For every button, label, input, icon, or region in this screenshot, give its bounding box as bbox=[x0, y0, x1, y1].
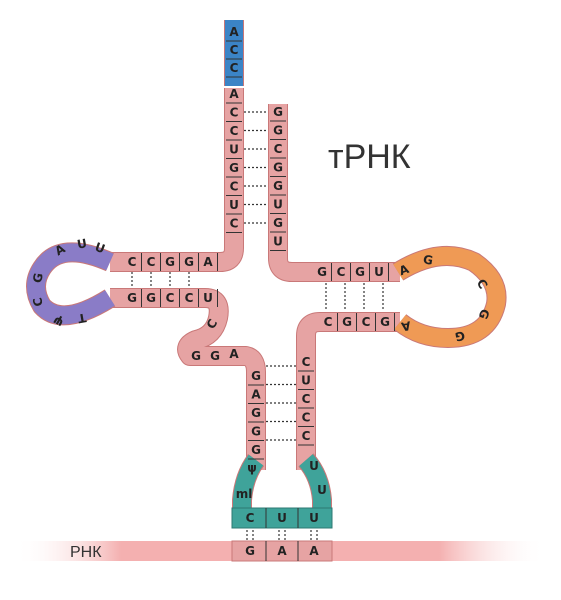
trna-backbone bbox=[110, 20, 400, 470]
d-arm-bottom-nt: C bbox=[185, 291, 194, 305]
t-arm-bottom-nt: G bbox=[380, 315, 390, 329]
anticodon-bar bbox=[231, 507, 333, 529]
t-loop-strand bbox=[393, 246, 506, 347]
acceptor-5prime-nt: G bbox=[229, 161, 239, 175]
variable-loop-nt: G bbox=[191, 349, 201, 363]
mrna-label: РНК bbox=[70, 544, 102, 561]
t-arm-bottom-nt: C bbox=[362, 315, 371, 329]
acceptor-3prime-nt: U bbox=[273, 235, 283, 249]
acceptor-5prime-nt: U bbox=[229, 198, 239, 212]
codon-bar bbox=[231, 540, 333, 562]
d-arm-top-nt: C bbox=[147, 255, 156, 269]
t-arm-top-nt: C bbox=[337, 265, 346, 279]
t-loop-nt: A bbox=[400, 318, 412, 334]
t-arm-lower-strand bbox=[297, 313, 400, 470]
codon-nt: G bbox=[245, 544, 255, 558]
variable-loop-nt: G bbox=[210, 349, 220, 363]
codon-nt: A bbox=[309, 544, 319, 558]
d-arm-lower-strand-outline bbox=[110, 288, 266, 470]
t-loop-nt: G bbox=[422, 252, 434, 267]
d-loop-nt: U bbox=[76, 236, 88, 251]
d-arm-bottom-nt: C bbox=[166, 291, 175, 305]
anticodon-stem-left-nt: G bbox=[251, 443, 261, 457]
t-arm-top-nt: G bbox=[355, 265, 365, 279]
acceptor-5prime-nt: A bbox=[229, 87, 239, 101]
d-loop-strand bbox=[27, 243, 115, 325]
acceptor-3prime-nt: U bbox=[273, 198, 283, 212]
anticodon-loop-nt: ψ bbox=[247, 461, 257, 475]
d-loop-nt: T bbox=[76, 310, 87, 325]
acceptor-3prime-nt: C bbox=[274, 142, 283, 156]
d-arm-top-nt: G bbox=[184, 255, 194, 269]
anticodon-loop-right bbox=[299, 454, 331, 514]
acceptor-5prime-nt: C bbox=[230, 180, 239, 194]
t-arm-top-nt: G bbox=[317, 265, 327, 279]
acceptor-5prime-strand bbox=[110, 88, 243, 271]
d-arm-top-nt: C bbox=[128, 255, 137, 269]
anticodon-loop-nt: U bbox=[309, 459, 319, 473]
anticodon-loop-nt: ml bbox=[236, 487, 253, 501]
anticodon-stem-right-nt: C bbox=[302, 392, 311, 406]
t-loop-nt: G bbox=[454, 328, 466, 343]
anticodon-stem-left-nt: G bbox=[251, 369, 261, 383]
acceptor-3prime-nt: G bbox=[273, 105, 283, 119]
trna-loops bbox=[26, 242, 507, 562]
anticodon-loop-nt: U bbox=[317, 483, 327, 497]
d-arm-top-nt: A bbox=[203, 255, 213, 269]
acceptor-3prime-nt: G bbox=[273, 161, 283, 175]
t-arm-top-nt: U bbox=[374, 265, 384, 279]
acceptor-3prime-nt: G bbox=[273, 216, 283, 230]
anticodon-nt: U bbox=[277, 511, 287, 525]
base-pair-bonds bbox=[131, 111, 384, 540]
acceptor-3prime-nt: G bbox=[273, 179, 283, 193]
acceptor-tip-nt: C bbox=[230, 43, 239, 57]
anticodon-stem-left-nt: G bbox=[251, 406, 261, 420]
anticodon-loop-left bbox=[233, 454, 264, 514]
acceptor-5prime-nt: C bbox=[230, 124, 239, 138]
d-loop-nt: C bbox=[30, 296, 45, 307]
acceptor-3prime-strand-outline bbox=[268, 104, 400, 282]
d-arm-bottom-nt: G bbox=[146, 291, 156, 305]
acceptor-5prime-nt: C bbox=[230, 217, 239, 231]
t-loop-nt: G bbox=[476, 307, 493, 321]
d-arm-lower-strand bbox=[110, 289, 265, 470]
acceptor-3prime-strand bbox=[269, 104, 400, 281]
t-arm-lower-strand-outline bbox=[296, 312, 400, 470]
variable-loop-nt: A bbox=[229, 347, 239, 361]
acceptor-tip-nt: C bbox=[230, 61, 239, 75]
d-arm-bottom-nt: G bbox=[127, 291, 137, 305]
trna-title: тРНК bbox=[328, 138, 411, 176]
anticodon-stem-right-nt: C bbox=[302, 355, 311, 369]
anticodon-nt: C bbox=[246, 511, 255, 525]
t-arm-bottom-nt: C bbox=[324, 315, 333, 329]
codon-nt: A bbox=[277, 544, 287, 558]
anticodon-stem-right-nt: C bbox=[302, 429, 311, 443]
acceptor-5prime-strand-outline bbox=[110, 88, 244, 272]
acceptor-tip-nt: A bbox=[229, 25, 239, 39]
anticodon-stem-right-nt: U bbox=[301, 374, 311, 388]
acceptor-3prime-nt: G bbox=[273, 124, 283, 138]
anticodon-nt: U bbox=[309, 511, 319, 525]
t-arm-bottom-nt: G bbox=[342, 315, 352, 329]
d-loop-nt: G bbox=[30, 272, 45, 284]
anticodon-stem-left-nt: A bbox=[251, 388, 261, 402]
anticodon-stem-right-nt: C bbox=[302, 411, 311, 425]
d-arm-bottom-nt: U bbox=[203, 291, 213, 305]
d-loop-nt: U bbox=[93, 240, 107, 256]
d-arm-top-nt: G bbox=[165, 255, 175, 269]
acceptor-5prime-nt: C bbox=[230, 106, 239, 120]
anticodon-stem-left-nt: G bbox=[251, 425, 261, 439]
acceptor-5prime-nt: U bbox=[229, 143, 239, 157]
